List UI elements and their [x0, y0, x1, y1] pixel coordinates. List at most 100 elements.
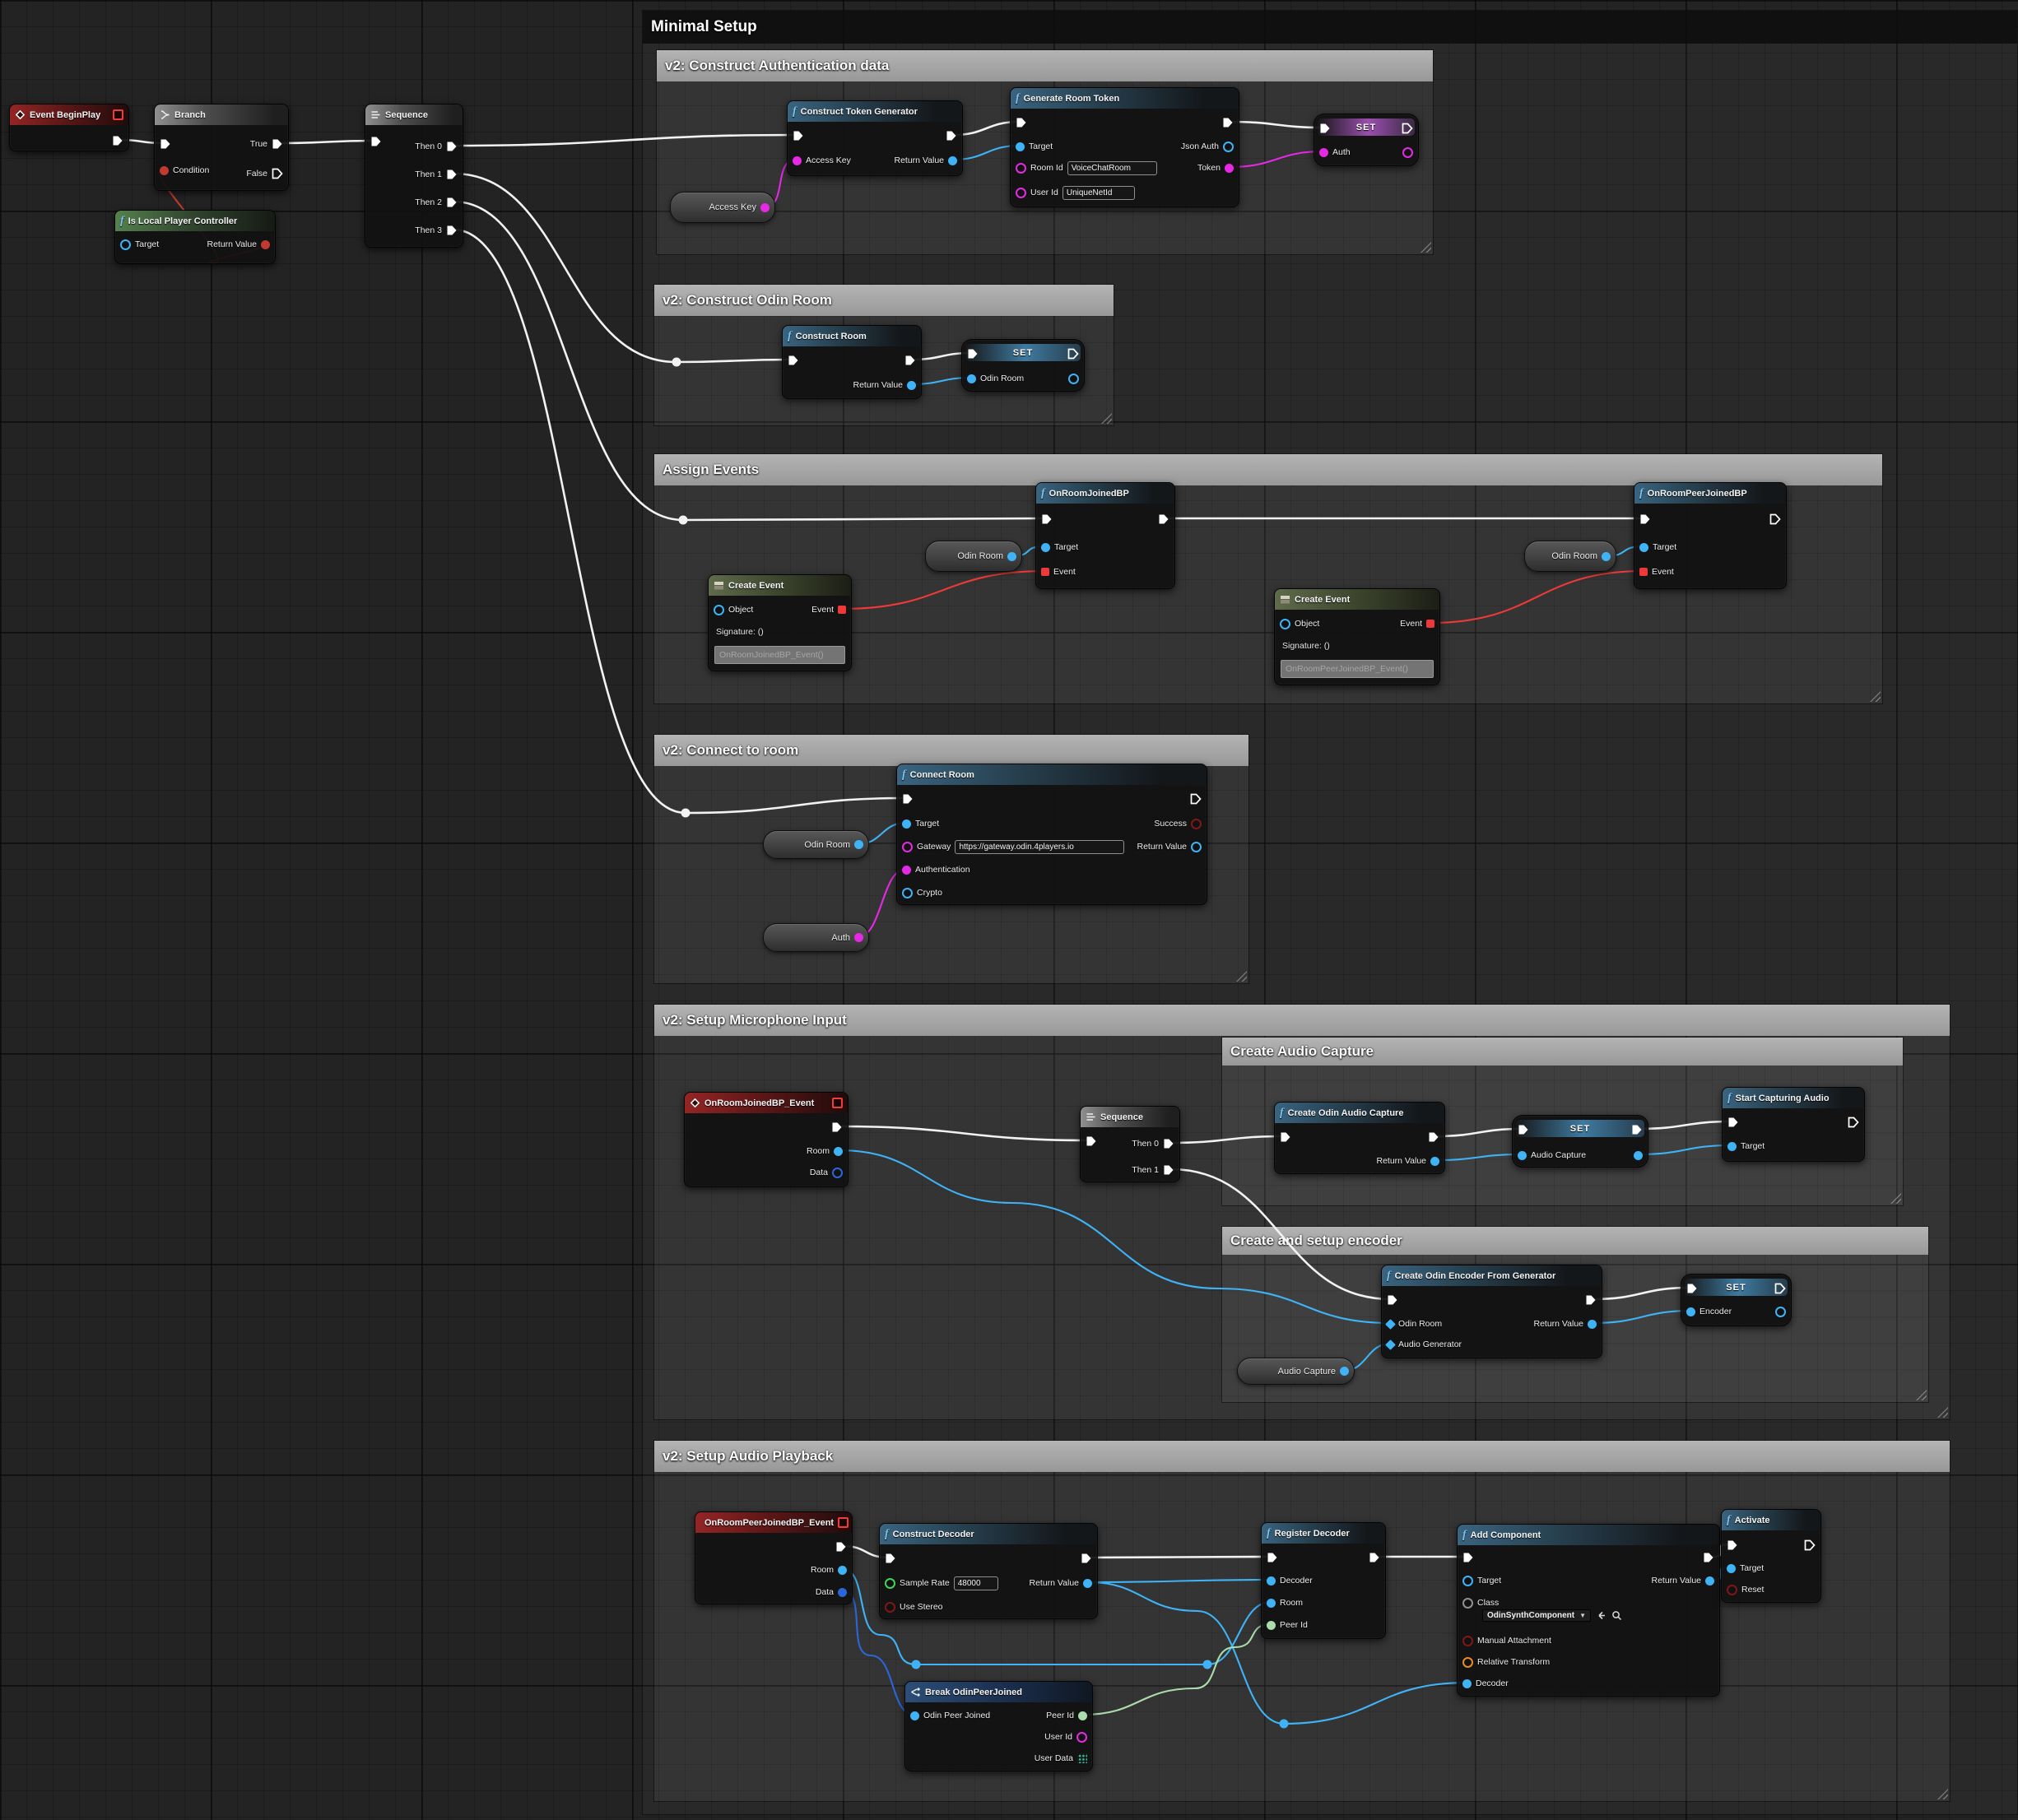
obj-pin[interactable]: [1634, 1150, 1643, 1160]
exec-out-pin-row[interactable]: [1402, 146, 1413, 159]
target-in-pin-row[interactable]: Target: [1462, 1574, 1501, 1587]
exec-in-pin-row[interactable]: [1686, 1282, 1698, 1295]
comment-create-audio-capture-header[interactable]: Create Audio Capture: [1222, 1038, 1903, 1066]
return-value-out-pin-row[interactable]: Return Value: [1533, 1317, 1597, 1330]
data-out-pin-row[interactable]: Data: [810, 1166, 843, 1179]
obj-pin[interactable]: [1083, 1578, 1092, 1588]
obj-pin[interactable]: [902, 819, 911, 829]
target-in-pin-row[interactable]: Target: [1041, 541, 1078, 554]
room-out-pin-row[interactable]: Room: [807, 1144, 843, 1158]
exec-in-pin-row[interactable]: [1639, 513, 1651, 526]
del-pin[interactable]: [1041, 568, 1049, 576]
node-onroomjoinedbp-event-header[interactable]: OnRoomJoinedBP_Event: [685, 1093, 848, 1113]
exec-out-pin-row[interactable]: [1703, 1551, 1714, 1564]
crypto-in-pin-row[interactable]: Crypto: [902, 886, 942, 899]
comment-setup-audio-playback-header[interactable]: v2: Setup Audio Playback: [654, 1441, 1950, 1472]
obj-pin[interactable]: [854, 840, 863, 849]
exec-out-pin-row[interactable]: [1222, 116, 1234, 129]
object-in-pin-row[interactable]: Object: [1280, 617, 1319, 630]
obj-pin[interactable]: [1727, 1141, 1737, 1151]
user-id-out-pin-row[interactable]: User Id: [1044, 1730, 1087, 1743]
obj-pin[interactable]: [902, 887, 913, 898]
var-odin-room-3[interactable]: Odin Room: [763, 830, 869, 859]
exec-out-pin-row[interactable]: [831, 1121, 843, 1134]
booldark-pin[interactable]: [1727, 1584, 1737, 1595]
exec-in-pin-row[interactable]: [967, 347, 979, 360]
exec-out-pin-row[interactable]: [1775, 1305, 1786, 1318]
exec-out-pin-row[interactable]: [1068, 372, 1079, 385]
return-value-out-pin-row[interactable]: Return Value: [853, 378, 916, 392]
obj-pin[interactable]: [1462, 1678, 1472, 1688]
condition-in-pin-row[interactable]: Condition: [160, 164, 209, 177]
exec-out-pin-row[interactable]: [904, 354, 916, 367]
obj-pin[interactable]: [838, 1565, 847, 1575]
comment-construct-auth-header[interactable]: v2: Construct Authentication data: [657, 50, 1433, 81]
room-out-pin-row[interactable]: Room: [811, 1563, 847, 1576]
odin-room-in-pin-row[interactable]: Odin Room: [967, 372, 1024, 385]
exec-out-pin-row[interactable]: [1769, 513, 1781, 526]
int64-pin[interactable]: [1078, 1711, 1087, 1720]
comment-construct-odin-room-header[interactable]: v2: Construct Odin Room: [654, 285, 1114, 316]
obj-pin[interactable]: [1007, 551, 1016, 561]
odin-room-in-pin-row[interactable]: Odin Room: [1385, 1317, 1442, 1330]
teal-pin[interactable]: [1077, 1753, 1087, 1763]
exec-out-pin-row[interactable]: [1428, 1131, 1439, 1144]
object-in-pin-row[interactable]: Object: [714, 603, 753, 616]
target-in-pin-row[interactable]: Target: [1639, 541, 1676, 554]
then-0-out-pin-row[interactable]: Then 0: [1132, 1137, 1174, 1150]
obj-pin[interactable]: [1518, 1150, 1527, 1160]
decoder-in-pin-row[interactable]: Decoder: [1462, 1677, 1509, 1690]
decoder-in-pin-row[interactable]: Decoder: [1267, 1574, 1313, 1587]
var-odin-room-2[interactable]: Odin Room: [1524, 541, 1616, 572]
class-in-pin-row[interactable]: Class: [1462, 1596, 1499, 1609]
obj-pin[interactable]: [1267, 1576, 1276, 1586]
success-out-pin-row[interactable]: Success: [1154, 817, 1202, 830]
audio-generator-in-pin-row[interactable]: Audio Generator: [1385, 1338, 1462, 1351]
str-pin[interactable]: [1076, 1731, 1087, 1743]
str-pin[interactable]: [760, 202, 770, 212]
exec-in-pin-row[interactable]: [793, 129, 804, 142]
var-odin-room-1[interactable]: Odin Room: [925, 541, 1022, 572]
return-value-out-pin-row[interactable]: Return Value: [1029, 1576, 1092, 1590]
exec-in-pin-row[interactable]: [902, 792, 914, 806]
obj-pin[interactable]: [1430, 1156, 1439, 1166]
node-create-event-1-header[interactable]: Create Event: [709, 575, 851, 596]
exec-in-pin-row[interactable]: [1267, 1551, 1278, 1564]
comment-assign-events-header[interactable]: Assign Events: [654, 454, 1882, 485]
auth-in-pin-row[interactable]: Auth: [1319, 146, 1351, 159]
str-pin[interactable]: [902, 865, 911, 875]
use-selected-icon[interactable]: [1596, 1610, 1606, 1621]
var-audio-capture[interactable]: Audio Capture: [1237, 1358, 1355, 1385]
bool-pin[interactable]: [160, 165, 169, 175]
str-pin[interactable]: [1402, 146, 1413, 158]
exec-out-pin-row[interactable]: [1585, 1293, 1597, 1307]
exec-in-pin-row[interactable]: [1387, 1293, 1398, 1307]
str-pin[interactable]: [793, 156, 802, 165]
then-3-out-pin-row[interactable]: Then 3: [415, 224, 458, 237]
obj-pin[interactable]: [1068, 373, 1079, 384]
target-in-pin-row[interactable]: Target: [902, 817, 939, 830]
pin-value-field[interactable]: 48000: [953, 1576, 998, 1590]
str-pin[interactable]: [1225, 163, 1234, 173]
obj-pin[interactable]: [1191, 841, 1202, 852]
odin-peer-joined-in-pin-row[interactable]: Odin Peer Joined: [910, 1709, 990, 1722]
obj-pin[interactable]: [1280, 618, 1290, 629]
node-sequence-1-header[interactable]: Sequence: [365, 104, 463, 125]
